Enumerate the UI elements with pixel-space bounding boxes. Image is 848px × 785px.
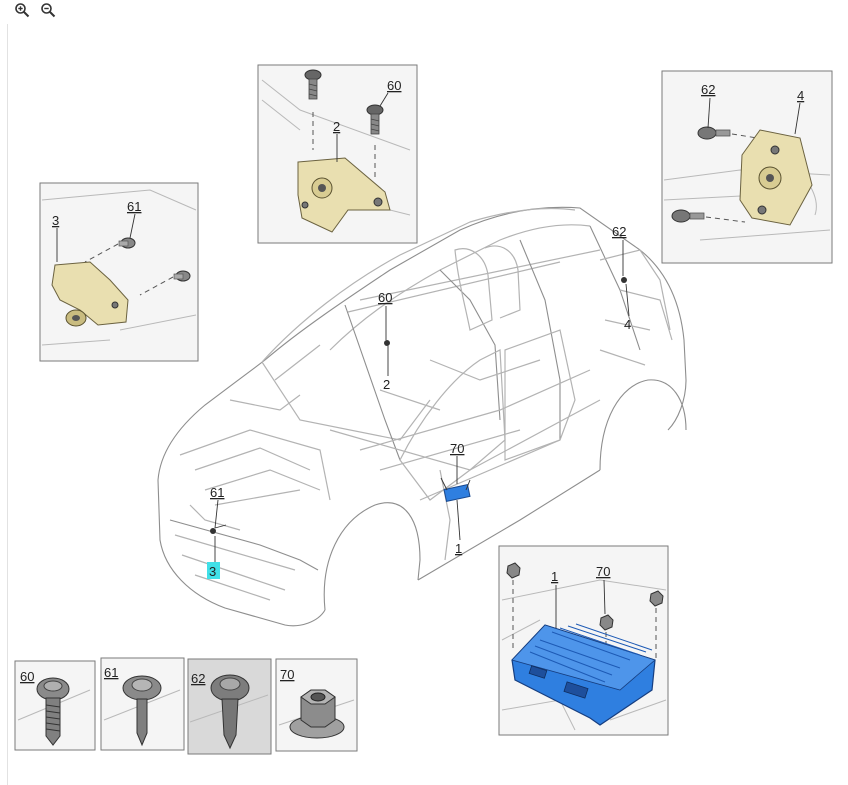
nut-icon xyxy=(649,590,664,607)
fastener-marker-60 xyxy=(384,340,390,346)
screw-icon xyxy=(122,675,162,747)
callout-70-main[interactable]: 70 xyxy=(450,441,464,456)
detail-panel-part-4[interactable]: 62 4 xyxy=(661,70,833,264)
callout-1-panel[interactable]: 1 xyxy=(551,569,558,584)
callout-3-main[interactable]: 3 xyxy=(209,564,216,579)
car-body-illustration xyxy=(157,206,687,627)
screw-icon xyxy=(210,674,250,750)
callout-3-panel[interactable]: 3 xyxy=(52,213,59,228)
screw-icon xyxy=(304,69,322,100)
zoom-in-icon[interactable] xyxy=(14,2,30,18)
callout-61-fastener[interactable]: 61 xyxy=(104,665,118,680)
highlight-callout-3 xyxy=(207,562,220,579)
detail-panel-part-1[interactable]: 1 70 xyxy=(498,545,669,736)
callout-70-fastener[interactable]: 70 xyxy=(280,667,294,682)
fastener-panel-61[interactable]: 61 xyxy=(100,657,185,751)
callout-2-panel[interactable]: 2 xyxy=(333,119,340,134)
detail-panel-part-2[interactable]: 2 60 xyxy=(257,64,418,244)
nut-icon xyxy=(599,614,614,631)
fastener-marker-61 xyxy=(210,528,216,534)
callout-61-panel[interactable]: 61 xyxy=(127,199,141,214)
screw-icon xyxy=(697,126,731,140)
callout-60-panel[interactable]: 60 xyxy=(387,78,401,93)
screw-icon xyxy=(36,677,70,746)
callout-70-panel[interactable]: 70 xyxy=(596,564,610,579)
callout-60-fastener[interactable]: 60 xyxy=(20,669,34,684)
callout-62-panel[interactable]: 62 xyxy=(701,82,715,97)
fastener-panel-62[interactable]: 62 xyxy=(187,658,272,755)
left-border xyxy=(7,24,8,785)
callout-62-main[interactable]: 62 xyxy=(612,224,626,239)
screw-icon xyxy=(173,270,191,282)
screw-icon xyxy=(118,237,136,249)
nut-icon xyxy=(289,689,345,739)
callout-60-main[interactable]: 60 xyxy=(378,290,392,305)
screw-icon xyxy=(671,209,705,223)
zoom-out-icon[interactable] xyxy=(40,2,56,18)
nut-icon xyxy=(506,562,521,579)
fastener-marker-62 xyxy=(621,277,627,283)
fastener-panel-60[interactable]: 60 xyxy=(14,660,96,751)
fastener-panel-70[interactable]: 70 xyxy=(275,658,358,752)
callout-4-main[interactable]: 4 xyxy=(624,317,631,332)
detail-panel-part-3[interactable]: 3 61 xyxy=(39,182,199,362)
callout-4-panel[interactable]: 4 xyxy=(797,88,804,103)
callout-1-main[interactable]: 1 xyxy=(455,541,462,556)
module-marker-on-car xyxy=(443,484,471,502)
screw-icon xyxy=(366,104,384,135)
callout-2-main[interactable]: 2 xyxy=(383,377,390,392)
callout-61-main[interactable]: 61 xyxy=(210,485,224,500)
callout-62-fastener[interactable]: 62 xyxy=(191,671,205,686)
